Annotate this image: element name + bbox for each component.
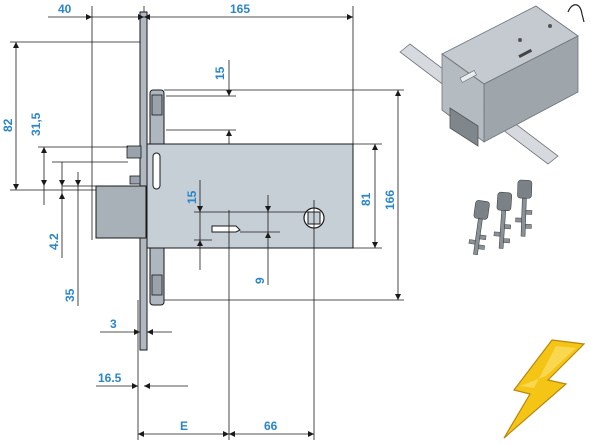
dim-E: E bbox=[180, 419, 188, 433]
dim-82: 82 bbox=[1, 118, 15, 132]
dim-4-2: 4.2 bbox=[47, 233, 61, 250]
dim-81: 81 bbox=[359, 192, 373, 206]
latch-pin-lower bbox=[129, 175, 141, 185]
bottom-tab bbox=[151, 274, 163, 296]
lock-body-group bbox=[95, 11, 354, 351]
dim-40: 40 bbox=[58, 2, 72, 16]
dim-15-key: 15 bbox=[185, 190, 199, 204]
dim-15-top: 15 bbox=[213, 66, 227, 80]
faceplate bbox=[139, 11, 148, 351]
dim-9: 9 bbox=[253, 277, 267, 284]
dim-35: 35 bbox=[63, 288, 77, 302]
dim-166: 166 bbox=[383, 190, 397, 210]
key-slot bbox=[211, 225, 241, 233]
dim-3: 3 bbox=[110, 317, 117, 331]
dim-16-5: 16.5 bbox=[98, 371, 122, 385]
dim-31-5: 31,5 bbox=[29, 112, 43, 136]
top-tab bbox=[151, 94, 163, 116]
latch-pin bbox=[126, 145, 142, 159]
bolt-slot bbox=[152, 152, 161, 190]
dim-66: 66 bbox=[264, 419, 278, 433]
lightning-bolt-icon bbox=[503, 339, 586, 439]
deadbolt bbox=[95, 185, 147, 239]
lock-product-photo bbox=[399, 4, 585, 165]
lock-case bbox=[146, 143, 354, 249]
dimension-labels: 40 165 82 31,5 4.2 35 15 81 166 15 9 3 1… bbox=[1, 2, 397, 433]
keys-photo bbox=[468, 179, 533, 256]
dimension-lines bbox=[10, 6, 404, 440]
dim-165: 165 bbox=[230, 2, 250, 16]
